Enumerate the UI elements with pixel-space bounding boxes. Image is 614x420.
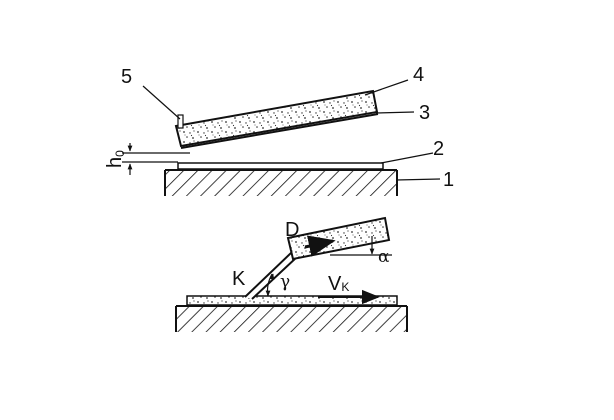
plate-edge-3 [180,113,379,149]
inclined-block [174,89,379,149]
leader-5 [142,85,181,120]
flow-arrow-D [304,235,336,257]
base-plate-bottom [175,305,408,332]
gap-dimension [122,143,190,175]
alpha-angle [330,236,392,256]
label-velocity: VK [328,273,349,295]
base-plate-1 [164,169,398,196]
pin-5 [177,114,184,129]
block-D [286,216,391,261]
leader-1 [395,178,441,181]
label-h0: h0 [104,150,127,168]
deposited-layer [186,295,398,306]
label-5: 5 [121,66,132,88]
top-figure: 5 4 3 2 1 h0 [104,64,454,196]
leader-4 [364,79,409,96]
label-K: K [232,268,246,290]
label-D: D [285,219,299,241]
label-2: 2 [433,138,444,160]
gamma-angle [265,273,275,297]
label-1: 1 [443,169,454,191]
label-3: 3 [419,102,430,124]
label-alpha: α [378,247,390,267]
leader-3 [375,111,415,114]
granular-layer-4 [174,89,379,148]
label-gamma: γ [280,272,290,292]
bottom-figure: D K α γ VK [175,216,408,332]
thin-layer-2 [177,162,384,170]
label-4: 4 [413,64,424,86]
leader-2 [380,152,434,164]
